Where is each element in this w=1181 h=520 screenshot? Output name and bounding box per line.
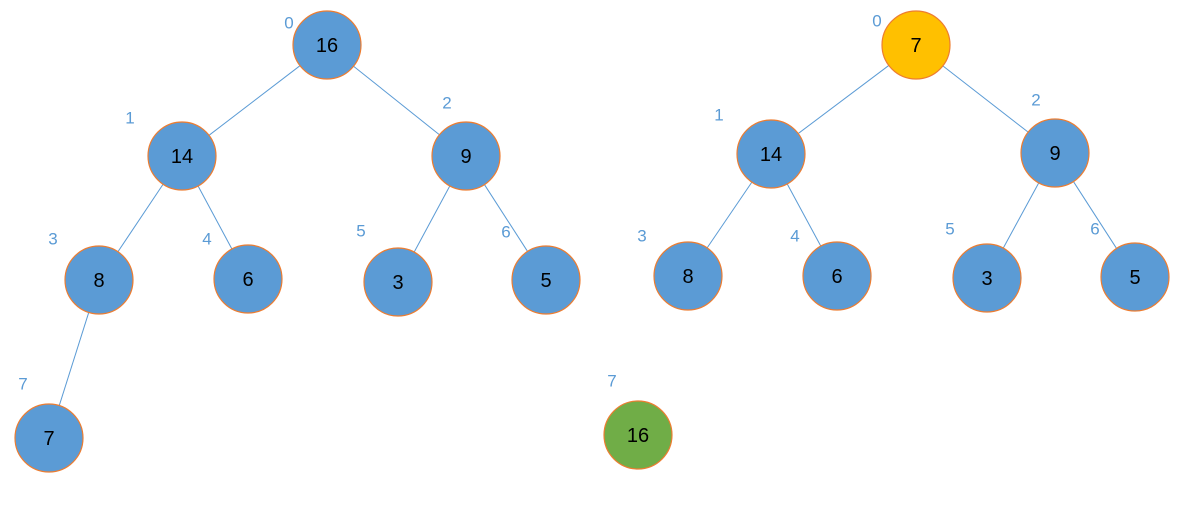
heap-node-before-3: 83 (48, 230, 134, 315)
node-circle (363, 247, 433, 317)
heap-node-after-1: 14 1 (714, 106, 806, 189)
node-circle (952, 243, 1022, 313)
node-value: 7 (43, 428, 54, 450)
heap-node-before-2: 92 (431, 94, 501, 191)
node-value: 9 (460, 146, 471, 168)
node-value: 14 (171, 146, 193, 168)
node-value: 5 (540, 270, 551, 292)
node-circle (802, 241, 872, 311)
node-value: 16 (316, 35, 338, 57)
edge-before-2-5 (413, 185, 451, 253)
heap-node-after-0: 70 (872, 10, 951, 80)
edge-after-0-2 (942, 65, 1029, 133)
edge-before-3-7 (58, 312, 90, 406)
edge-after-1-3 (706, 181, 753, 249)
heap-node-before-6: 56 (501, 223, 581, 315)
heap-node-before-5: 35 (356, 222, 433, 317)
node-index-label: 2 (1031, 91, 1040, 110)
heap-node-after-4: 64 (790, 227, 872, 311)
node-value: 9 (1049, 143, 1060, 165)
heap-node-after-3: 83 (637, 227, 723, 311)
edge-before-2-6 (484, 184, 528, 252)
node-circle (736, 119, 806, 189)
node-value: 3 (981, 268, 992, 290)
node-index-label: 2 (442, 94, 451, 113)
node-index-label: 0 (284, 14, 293, 33)
node-index-label: 7 (18, 375, 27, 394)
node-value: 8 (93, 270, 104, 292)
node-circle (147, 121, 217, 191)
node-value: 14 (760, 144, 782, 166)
node-index-label: 5 (356, 222, 365, 241)
node-index-label: 6 (501, 223, 510, 242)
node-value: 8 (682, 266, 693, 288)
heap-node-after-5: 35 (945, 220, 1022, 313)
node-circle (881, 10, 951, 80)
node-value: 5 (1129, 267, 1140, 289)
node-circle (1020, 118, 1090, 188)
edge-before-0-1 (208, 65, 301, 136)
edge-before-0-2 (353, 65, 440, 136)
node-index-label: 6 (1090, 220, 1099, 239)
node-index-label: 7 (607, 372, 616, 391)
node-circle (14, 403, 84, 473)
node-index-label: 5 (945, 220, 954, 239)
node-index-label: 3 (48, 230, 57, 249)
heap-node-before-0: 16 0 (284, 10, 362, 80)
heap-node-after-2: 92 (1020, 91, 1090, 188)
node-value: 16 (627, 425, 649, 447)
heap-node-after-6: 56 (1090, 220, 1170, 312)
edge-after-1-4 (786, 183, 822, 247)
node-index-label: 0 (872, 12, 881, 31)
node-value: 6 (831, 266, 842, 288)
node-index-label: 1 (125, 109, 134, 128)
node-value: 3 (392, 272, 403, 294)
heap-node-before-7: 77 (14, 375, 84, 473)
heap-node-before-4: 64 (202, 230, 283, 314)
node-index-label: 1 (714, 106, 723, 125)
node-circle (64, 245, 134, 315)
node-index-label: 3 (637, 227, 646, 246)
node-circle (1100, 242, 1170, 312)
node-circle (431, 121, 501, 191)
node-value: 6 (242, 269, 253, 291)
edge-before-1-4 (197, 185, 233, 250)
node-index-label: 4 (790, 227, 799, 246)
edge-after-2-6 (1073, 181, 1117, 249)
heap-node-before-1: 14 1 (125, 109, 217, 191)
edge-after-0-1 (797, 65, 890, 134)
node-circle (292, 10, 362, 80)
edge-after-2-5 (1002, 182, 1040, 249)
node-circle (603, 400, 673, 470)
heap-node-after-7: 16 7 (603, 372, 673, 470)
node-value: 7 (910, 35, 921, 57)
node-circle (511, 245, 581, 315)
node-index-label: 4 (202, 230, 211, 249)
node-circle (213, 244, 283, 314)
node-circle (653, 241, 723, 311)
edge-before-1-3 (117, 183, 164, 253)
